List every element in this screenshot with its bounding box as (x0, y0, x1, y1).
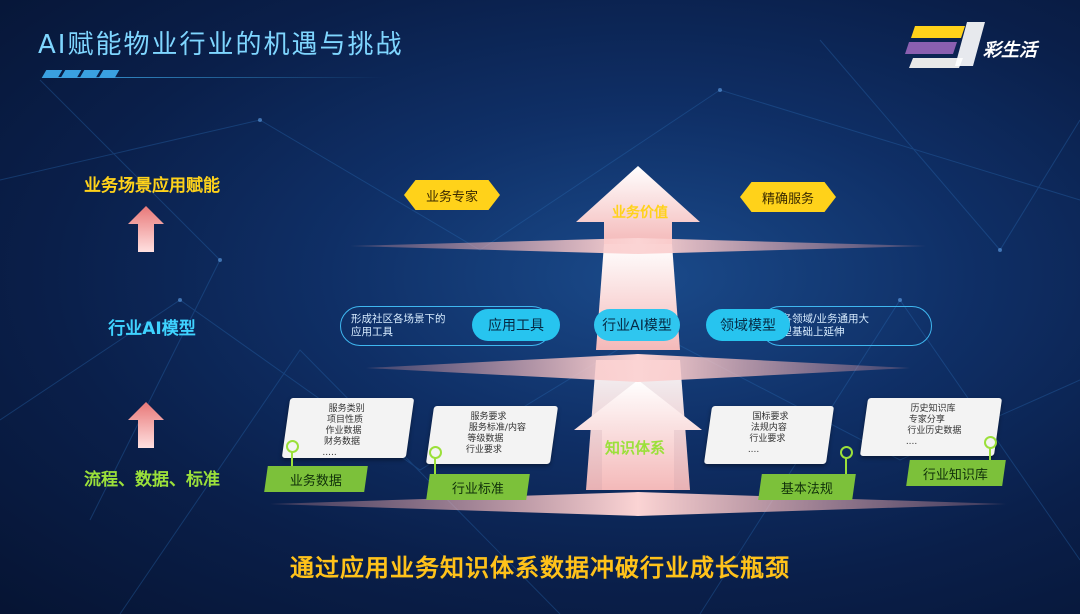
center-label-business-value: 业务价值 (612, 205, 668, 221)
tag-label: 业务数据 (289, 473, 342, 489)
up-arrow-icon (128, 206, 164, 252)
pin-line (434, 458, 436, 474)
desc-line: 应用工具 (351, 326, 393, 338)
desc-app-tools: 形成社区各场景下的应用工具 (340, 306, 552, 346)
card-line: 法规内容 (750, 423, 787, 433)
card-line: 国标要求 (752, 412, 789, 422)
tag-basic-regulations: 基本法规 (758, 474, 856, 500)
logo-text: 彩生活 (983, 40, 1037, 61)
card-line: .... (905, 437, 918, 447)
card-line: 服务标准/内容 (468, 423, 526, 433)
pin-line (291, 452, 293, 468)
card-line: 服务类别 (328, 404, 365, 414)
card-line: 项目性质 (327, 415, 364, 425)
pin-line (845, 458, 847, 474)
card-industry-standard: 服务要求 服务标准/内容 等级数据 行业要求 (425, 406, 559, 464)
tag-business-expert: 业务专家 (404, 180, 500, 210)
card-line: 作业数据 (325, 426, 362, 436)
title-underline (44, 77, 384, 78)
title-accent-bar (41, 70, 120, 78)
card-line: 服务要求 (470, 412, 507, 422)
tag-industry-standard: 行业标准 (426, 474, 530, 500)
desc-line: 在各领域/业务通用大 (771, 313, 870, 325)
card-line: 行业历史数据 (907, 426, 962, 436)
card-line: 等级数据 (467, 434, 504, 444)
desc-line: 形成社区各场景下的 (351, 313, 446, 325)
brand-logo: 彩生活 (905, 18, 1045, 70)
card-line: 历史知识库 (910, 404, 956, 414)
tag-label: 行业标准 (451, 481, 504, 497)
tag-label: 基本法规 (780, 481, 833, 497)
tag-label: 行业知识库 (923, 467, 989, 483)
center-label-knowledge-system: 知识体系 (604, 439, 665, 457)
center-pill-ai-model: 行业AI模型 (594, 309, 680, 341)
card-line: .... (747, 445, 760, 455)
card-industry-knowledge-base: 历史知识库 专家分享 行业历史数据 .... (859, 398, 1003, 456)
left-label-process-data: 流程、数据、标准 (84, 470, 220, 490)
pin-line (989, 448, 991, 460)
up-arrow-icon (128, 402, 164, 448)
left-label-ai-model: 行业AI模型 (108, 319, 196, 339)
pill-domain-model: 领域模型 (706, 309, 790, 341)
tag-industry-knowledge-base: 行业知识库 (906, 460, 1006, 486)
card-line: 行业要求 (465, 445, 502, 455)
left-label-scenario: 业务场景应用赋能 (84, 176, 220, 196)
tag-business-data: 业务数据 (264, 466, 368, 492)
pill-app-tools: 应用工具 (472, 309, 560, 341)
card-line: 专家分享 (908, 415, 945, 425)
card-business-data: 服务类别 项目性质 作业数据 财务数据 ..... (281, 398, 415, 458)
bottom-headline: 通过应用业务知识体系数据冲破行业成长瓶颈 (290, 554, 790, 582)
card-line: ..... (322, 448, 337, 458)
logo-icon (905, 22, 985, 68)
card-line: 财务数据 (323, 437, 360, 447)
card-basic-regulations: 国标要求 法规内容 行业要求 .... (703, 406, 835, 464)
tag-precise-service: 精确服务 (740, 182, 836, 212)
card-line: 行业要求 (749, 434, 786, 444)
page-title: AI赋能物业行业的机遇与挑战 (38, 30, 404, 60)
